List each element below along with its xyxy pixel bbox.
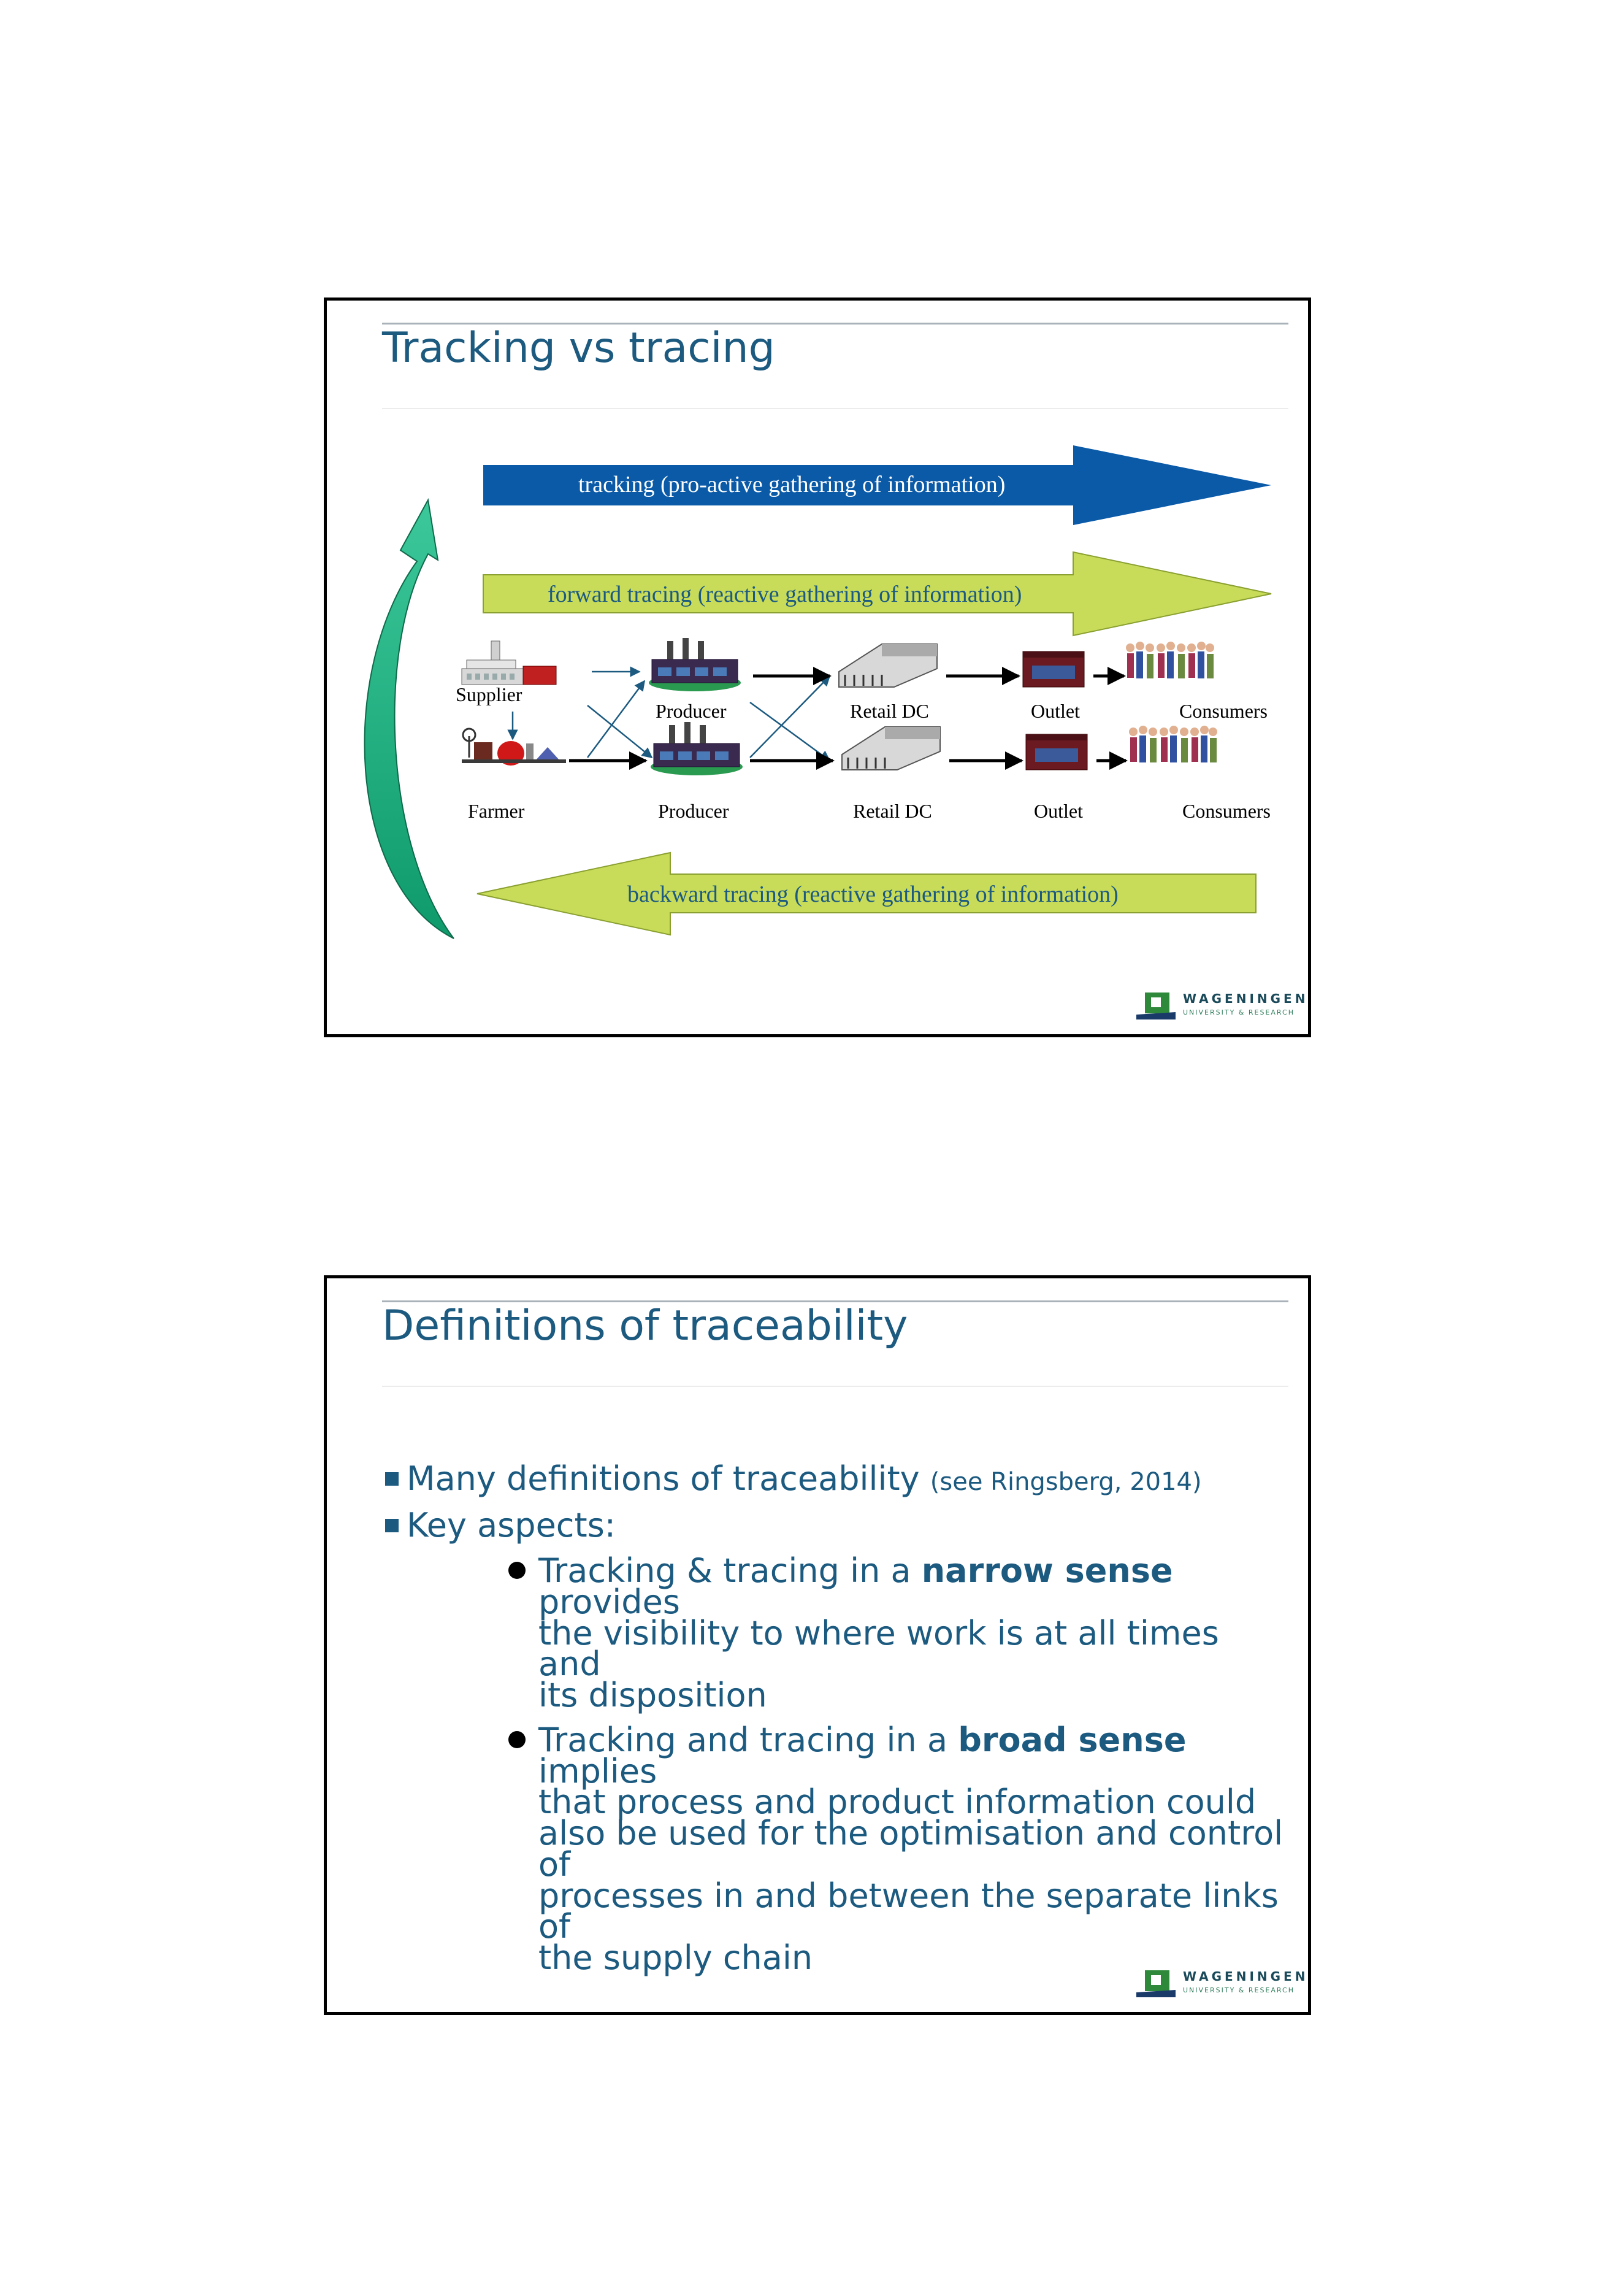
sub-bullet-text: Tracking & tracing in a xyxy=(538,1551,911,1590)
consumers-people-icon xyxy=(1126,642,1214,678)
tracking-arrow xyxy=(483,445,1271,525)
supply-chain-diagram: tracking (pro-active gathering of inform… xyxy=(364,445,1272,939)
sub-bullet-item: Tracking and tracing in a broad sense im… xyxy=(382,1723,1283,1977)
bullet-item: Many definitions of traceability (see Ri… xyxy=(382,1462,1283,1495)
wageningen-logo-mark-icon xyxy=(1136,993,1176,1019)
node-label-producer: Producer xyxy=(656,700,727,722)
title-top-rule xyxy=(382,1300,1288,1302)
flow-arrow xyxy=(587,705,653,759)
supplier-factory-icon xyxy=(461,640,557,685)
node-label-outlet: Outlet xyxy=(1034,800,1083,822)
slide-body: Many definitions of traceability (see Ri… xyxy=(382,1462,1283,1987)
slide-tracking-vs-tracing: Tracking vs tracing tracking (pro-active… xyxy=(324,298,1311,1037)
sub-bullet-text: provides xyxy=(538,1582,680,1621)
bullet-text: Key aspects: xyxy=(407,1506,616,1545)
node-label-outlet: Outlet xyxy=(1031,700,1080,722)
sub-bullet-item: Tracking & tracing in a narrow sense pro… xyxy=(382,1554,1283,1714)
node-label-consumers: Consumers xyxy=(1182,800,1271,822)
flow-arrow xyxy=(749,675,831,758)
title-top-rule xyxy=(382,323,1288,324)
flow-arrow xyxy=(749,701,831,762)
logo-wordmark: WAGENINGEN xyxy=(1183,1969,1309,1984)
sub-bullet-text: that process and product information cou… xyxy=(538,1783,1257,1822)
retail-dc-icon xyxy=(838,643,938,688)
wageningen-logo-mark-icon xyxy=(1136,1970,1176,1997)
bullet-text: Many definitions of traceability xyxy=(407,1459,920,1498)
node-label-consumers: Consumers xyxy=(1179,700,1268,722)
cycle-arrow xyxy=(364,497,454,939)
producer-factory-icon xyxy=(649,638,741,691)
slide-definitions-of-traceability: Definitions of traceability Many definit… xyxy=(324,1275,1311,2015)
producer-factory-icon xyxy=(651,722,743,775)
sub-bullet-text: also be used for the optimisation and co… xyxy=(538,1814,1283,1884)
sub-bullet-emphasis: narrow sense xyxy=(921,1551,1173,1590)
sub-bullet-text: the supply chain xyxy=(538,1938,813,1977)
retail-dc-icon xyxy=(841,726,941,770)
backward-tracing-arrow xyxy=(476,851,1257,936)
node-label-supplier: Supplier xyxy=(456,683,522,705)
wageningen-logo: WAGENINGEN UNIVERSITY & RESEARCH xyxy=(1136,990,1305,1022)
node-label-farmer: Farmer xyxy=(468,800,525,822)
sub-bullet-text: implies xyxy=(538,1751,657,1791)
node-label-retail-dc: Retail DC xyxy=(853,800,932,822)
citation-note: (see Ringsberg, 2014) xyxy=(930,1468,1202,1496)
title-bottom-rule xyxy=(382,408,1288,409)
sub-bullet-emphasis: broad sense xyxy=(958,1720,1187,1759)
tracking-arrow-label: tracking (pro-active gathering of inform… xyxy=(578,472,1005,497)
slide-title: Tracking vs tracing xyxy=(382,324,775,372)
forward-tracing-arrow xyxy=(483,551,1272,637)
title-bottom-rule xyxy=(382,1386,1288,1387)
sub-bullet-text: the visibility to where work is at all t… xyxy=(538,1613,1219,1684)
farmer-farm-icon xyxy=(462,728,566,766)
backward-tracing-label: backward tracing (reactive gathering of … xyxy=(627,881,1119,907)
slide-title: Definitions of traceability xyxy=(382,1302,908,1350)
logo-subtitle: UNIVERSITY & RESEARCH xyxy=(1183,1986,1295,1994)
logo-subtitle: UNIVERSITY & RESEARCH xyxy=(1183,1008,1295,1016)
forward-tracing-label: forward tracing (reactive gathering of i… xyxy=(548,582,1022,607)
bullet-item: Key aspects: xyxy=(382,1509,1283,1542)
sub-bullet-text: Tracking and tracing in a xyxy=(538,1720,948,1759)
consumers-people-icon xyxy=(1129,726,1217,762)
sub-bullet-text: its disposition xyxy=(538,1676,767,1714)
sub-bullet-text: processes in and between the separate li… xyxy=(538,1876,1279,1946)
flow-arrow xyxy=(586,680,646,758)
wageningen-logo: WAGENINGEN UNIVERSITY & RESEARCH xyxy=(1136,1968,1305,2000)
node-label-producer: Producer xyxy=(658,800,729,822)
outlet-store-icon xyxy=(1025,734,1088,770)
logo-wordmark: WAGENINGEN xyxy=(1183,991,1309,1006)
outlet-store-icon xyxy=(1022,651,1085,688)
node-label-retail-dc: Retail DC xyxy=(850,700,929,722)
